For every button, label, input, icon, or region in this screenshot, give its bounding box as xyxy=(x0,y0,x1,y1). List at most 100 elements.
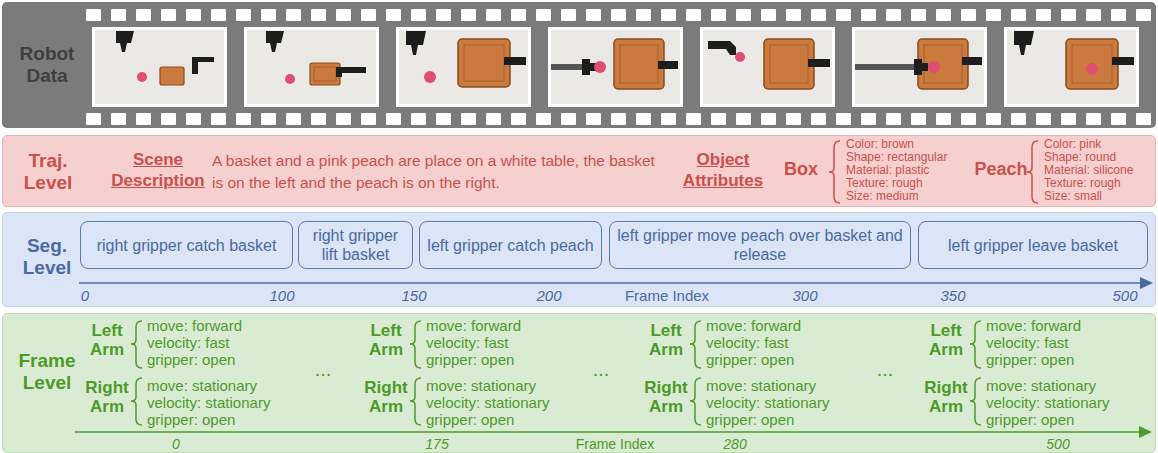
segment-box: right gripper lift basket xyxy=(298,221,413,269)
arm-state: move: stationary xyxy=(426,377,536,394)
label-slot: 200 xyxy=(536,287,561,305)
frame-number: 150 xyxy=(401,287,426,305)
label-slot: Right Arm xyxy=(360,378,412,416)
label-slot: gripper: open xyxy=(147,411,235,428)
attribute-text: Texture: rough xyxy=(846,177,923,190)
robot-frame xyxy=(244,27,379,107)
object-name: Box xyxy=(784,158,818,180)
label-slot: Color: brown xyxy=(846,138,914,151)
arm-state: velocity: stationary xyxy=(426,394,549,411)
arm-state: gripper: open xyxy=(986,351,1074,368)
level-band: Seg. Levelright gripper catch basketrigh… xyxy=(2,212,1156,307)
label-slot: gripper: open xyxy=(986,411,1074,428)
robot-frame xyxy=(548,27,683,107)
label-slot: gripper: open xyxy=(426,411,514,428)
label-slot: velocity: fast xyxy=(986,334,1069,351)
label-slot: 0 xyxy=(172,436,180,452)
label-slot: Material: plastic xyxy=(846,164,929,177)
label-slot: move: forward xyxy=(147,317,242,334)
label-slot: 300 xyxy=(792,287,817,305)
label-slot: gripper: open xyxy=(706,411,794,428)
arm-name: Left Arm xyxy=(920,321,972,359)
arm-state: gripper: open xyxy=(147,411,235,428)
axis-label: Frame Index xyxy=(625,287,709,305)
ellipsis: ... xyxy=(315,358,332,380)
label-slot: move: forward xyxy=(986,317,1081,334)
attribute-text: Color: pink xyxy=(1044,138,1101,151)
label-slot: ... xyxy=(593,358,610,380)
label-slot: velocity: fast xyxy=(706,334,789,351)
object-name: Peach xyxy=(974,158,1027,180)
segment-box: left gripper catch peach xyxy=(419,221,602,269)
axis-label: Frame Index xyxy=(576,436,655,452)
label-slot: gripper: open xyxy=(706,351,794,368)
label-slot: Scene Description xyxy=(105,149,211,191)
label-slot: velocity: stationary xyxy=(426,394,549,411)
arm-state: move: stationary xyxy=(147,377,257,394)
section-heading: Scene Description xyxy=(105,149,211,191)
arm-state: velocity: stationary xyxy=(147,394,270,411)
arm-name: Left Arm xyxy=(360,321,412,359)
level-title: Frame Level xyxy=(10,350,84,394)
arm-state: move: forward xyxy=(986,317,1081,334)
label-slot: Box xyxy=(784,158,818,180)
label-slot: Frame Index xyxy=(625,287,709,305)
arm-name: Right Arm xyxy=(640,378,692,416)
curly-brace-group xyxy=(131,321,981,425)
axis-arrowhead xyxy=(1139,426,1152,438)
label-slot: Right Arm xyxy=(640,378,692,416)
label-slot: 500 xyxy=(1112,287,1137,305)
attribute-text: Texture: rough xyxy=(1044,177,1121,190)
label-slot: Left Arm xyxy=(360,321,412,359)
label-slot: Object Attributes xyxy=(670,149,776,191)
arm-state: gripper: open xyxy=(986,411,1074,428)
label-slot: move: stationary xyxy=(147,377,257,394)
label-slot: Left Arm xyxy=(81,321,133,359)
label-slot: move: forward xyxy=(706,317,801,334)
robot-frame xyxy=(700,27,835,107)
segment-box: left gripper leave basket xyxy=(918,221,1148,269)
curly-brace xyxy=(1027,141,1038,203)
arm-name: Right Arm xyxy=(81,378,133,416)
arm-state: move: forward xyxy=(706,317,801,334)
label-slot: 175 xyxy=(425,436,448,452)
frame-number: 100 xyxy=(269,287,294,305)
label-slot: move: stationary xyxy=(986,377,1096,394)
scene-description: A basket and a pink peach are place on a… xyxy=(212,150,660,194)
attribute-text: Material: silicone xyxy=(1044,164,1133,177)
attribute-text: Shape: rectangular xyxy=(846,151,947,164)
label-slot: ... xyxy=(315,358,332,380)
arm-state: velocity: stationary xyxy=(986,394,1109,411)
axis-line xyxy=(79,282,1142,284)
label-slot: Peach xyxy=(974,158,1027,180)
label-slot: ... xyxy=(877,358,894,380)
frame-number: 500 xyxy=(1112,287,1137,305)
frame-number: 280 xyxy=(723,436,746,452)
arm-name: Left Arm xyxy=(81,321,133,359)
label-slot: Right Arm xyxy=(81,378,133,416)
arm-name: Right Arm xyxy=(920,378,972,416)
segment-label: right gripper catch basket xyxy=(91,236,283,255)
segment-label: right gripper lift basket xyxy=(299,226,412,264)
label-slot: velocity: stationary xyxy=(706,394,829,411)
frame-number: 500 xyxy=(1046,436,1069,452)
label-slot: Color: pink xyxy=(1044,138,1101,151)
level-title: Robot Data xyxy=(11,43,83,87)
label-slot: Right Arm xyxy=(920,378,972,416)
label-slot: velocity: fast xyxy=(147,334,230,351)
arm-state: velocity: fast xyxy=(706,334,789,351)
label-slot: 280 xyxy=(723,436,746,452)
arm-state: velocity: fast xyxy=(426,334,509,351)
label-slot: gripper: open xyxy=(426,351,514,368)
arm-state: move: forward xyxy=(147,317,242,334)
frame-number: 175 xyxy=(425,436,448,452)
attribute-text: Color: brown xyxy=(846,138,914,151)
arm-state: gripper: open xyxy=(706,351,794,368)
axis-arrowhead xyxy=(1140,277,1153,289)
arm-state: move: stationary xyxy=(706,377,816,394)
curly-brace xyxy=(829,141,840,203)
arm-state: gripper: open xyxy=(706,411,794,428)
frame-number: 300 xyxy=(792,287,817,305)
robot-frame xyxy=(1004,27,1139,107)
label-slot: A basket and a pink peach are place on a… xyxy=(212,150,660,194)
